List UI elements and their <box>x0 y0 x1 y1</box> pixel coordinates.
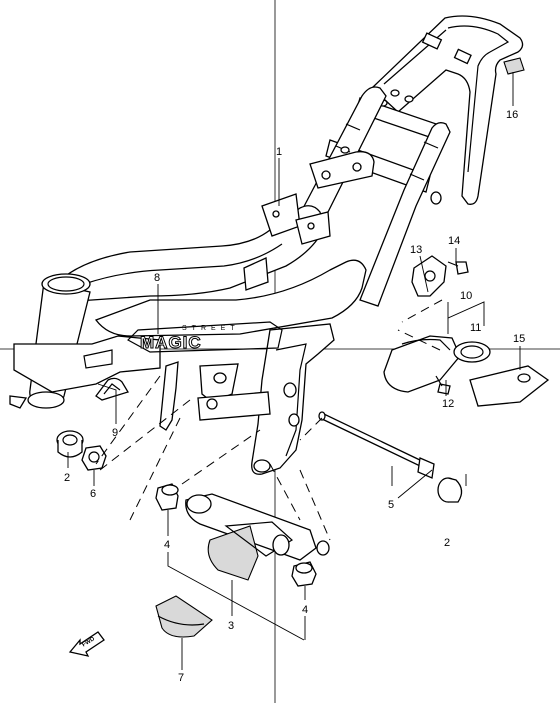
grommet-part-11 <box>453 341 491 363</box>
callout-4b: 4 <box>302 604 308 616</box>
frame-decal-large-text: MAGIC <box>140 333 202 352</box>
bracket-part-13 <box>411 255 447 297</box>
callout-2b: 2 <box>444 537 450 549</box>
callout-6: 6 <box>90 488 96 500</box>
cushion-part-4a <box>155 483 179 511</box>
callout-9: 9 <box>112 427 118 439</box>
assembly-lines <box>95 299 443 541</box>
callout-4a: 4 <box>164 539 170 551</box>
callout-1: 1 <box>276 146 282 158</box>
callout-12: 12 <box>442 398 454 410</box>
callout-10: 10 <box>460 290 472 302</box>
bushing-part-2b <box>437 477 463 503</box>
callout-7: 7 <box>178 672 184 684</box>
callout-11: 11 <box>470 322 481 334</box>
callout-8: 8 <box>154 272 160 284</box>
bolt-part-5 <box>318 411 435 479</box>
cushion-part-4b <box>291 561 317 587</box>
bushing-part-2a <box>56 430 84 458</box>
pad-part-16 <box>503 57 525 75</box>
screw-part-12 <box>435 375 451 395</box>
cover-part-10 <box>383 335 461 393</box>
nut-part-6 <box>81 445 107 471</box>
callout-16: 16 <box>506 109 518 121</box>
main-frame: STREET MAGIC <box>9 15 524 475</box>
callout-labels: 1 2 2 3 4 4 5 6 7 8 9 10 11 12 13 14 15 … <box>64 109 525 684</box>
callout-2a: 2 <box>64 472 70 484</box>
callout-14: 14 <box>448 235 460 247</box>
callout-3: 3 <box>228 620 234 632</box>
callout-13: 13 <box>410 244 422 256</box>
bolt-part-14 <box>447 261 469 275</box>
pad-part-15 <box>469 365 550 407</box>
fwd-arrow-icon: FWD <box>68 631 105 657</box>
clamp-part-9 <box>95 377 129 401</box>
callout-5: 5 <box>388 499 394 511</box>
callout-15: 15 <box>513 333 525 345</box>
callout-leaders <box>67 72 521 670</box>
pad-part-7 <box>155 595 213 638</box>
frame-decal-small-text: STREET <box>182 325 240 332</box>
cross-member-part-3 <box>185 493 330 581</box>
